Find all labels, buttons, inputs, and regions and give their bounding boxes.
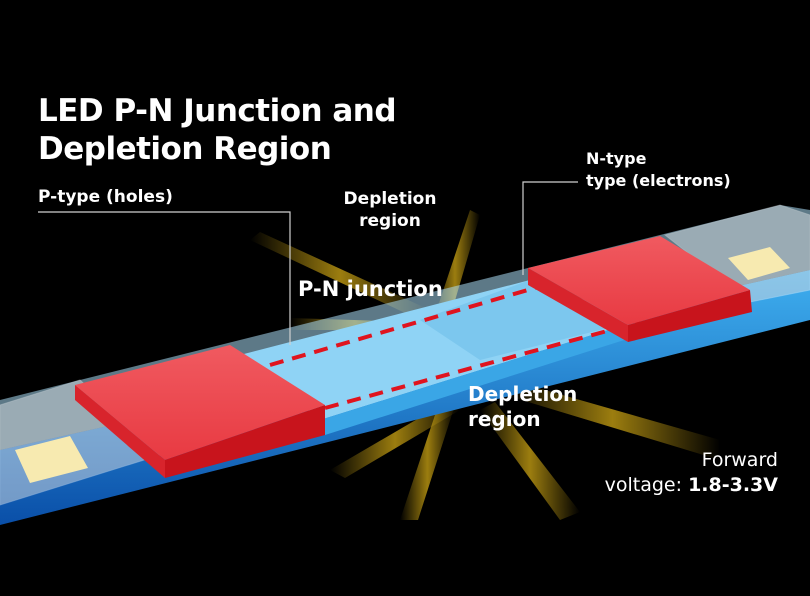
- p-type-block: [75, 345, 325, 478]
- light-rays: [250, 210, 720, 520]
- light-ray: [480, 402, 580, 520]
- n-type-leader-line: [522, 181, 578, 275]
- title-line-2: Depletion Region: [38, 131, 332, 167]
- p-type-label: P-type (holes): [38, 187, 173, 207]
- n-type-label-line-2: type (electrons): [586, 171, 731, 190]
- depletion-region-label-bottom: Depletion region: [468, 382, 577, 432]
- led-chip-left: [15, 436, 88, 483]
- diagram-title: LED P-N Junction and Depletion Region: [38, 92, 397, 168]
- depletion-region-label-top: Depletion region: [340, 188, 440, 232]
- depletion-boundary-top: [269, 283, 546, 367]
- p-type-leader-line: [38, 211, 291, 345]
- light-ray: [505, 380, 720, 460]
- n-type-label-line-1: N-type: [586, 149, 647, 168]
- depletion-band-front: [320, 320, 640, 435]
- forward-voltage-value: 1.8-3.3V: [688, 474, 778, 496]
- depletion-boundary-bottom: [324, 320, 641, 410]
- depletion-bottom-line-2: region: [468, 407, 541, 431]
- light-ray: [250, 232, 430, 320]
- led-chip-right: [728, 247, 790, 280]
- forward-voltage-prefix: voltage:: [604, 474, 683, 496]
- light-ray: [400, 400, 455, 520]
- title-line-1: LED P-N Junction and: [38, 93, 397, 129]
- n-type-label: N-type type (electrons): [586, 148, 731, 192]
- depletion-top-line-1: Depletion: [343, 189, 437, 209]
- forward-voltage-line-1: Forward: [701, 449, 778, 471]
- depletion-bottom-line-1: Depletion: [468, 382, 578, 406]
- depletion-top-line-2: region: [359, 211, 421, 231]
- pn-junction-label: P-N junction: [298, 277, 443, 301]
- forward-voltage-note: Forward voltage: 1.8-3.3V: [605, 448, 778, 498]
- n-type-block: [528, 236, 752, 342]
- light-ray: [330, 400, 460, 478]
